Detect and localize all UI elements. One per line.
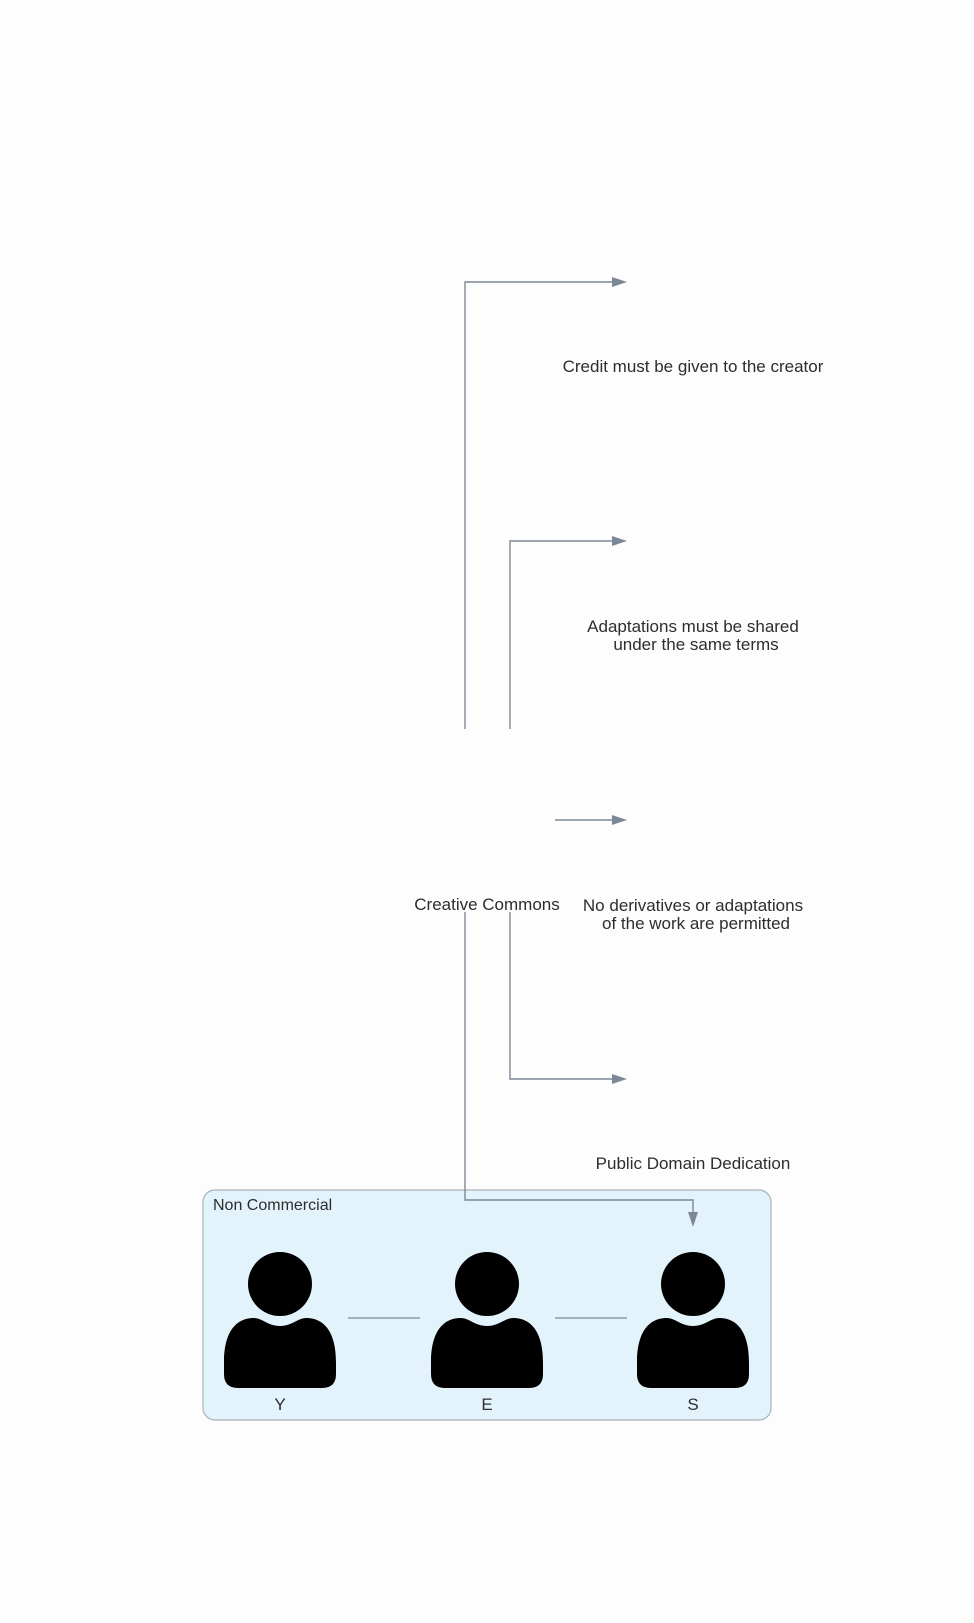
edges — [348, 277, 698, 1319]
member-y: Y — [224, 1252, 336, 1414]
cluster-label: Non Commercial — [213, 1197, 332, 1214]
member-s-label: S — [687, 1395, 698, 1414]
node-public-domain: Public Domain Dedication — [596, 1154, 791, 1173]
node-attribution: Credit must be given to the creator — [563, 357, 824, 376]
member-y-label: Y — [274, 1395, 285, 1414]
node-no-derivatives-line1: No derivatives or adaptations — [583, 896, 803, 915]
node-share-alike: Adaptations must be shared under the sam… — [587, 617, 799, 654]
edge-root-to-s — [464, 912, 694, 1214]
member-s: S — [637, 1252, 749, 1414]
arrowhead-zero — [612, 1074, 627, 1084]
arrowhead-sa — [612, 536, 627, 546]
edge-root-to-sa — [509, 540, 615, 729]
arrowhead-nd — [612, 815, 627, 825]
arrowhead-by — [612, 277, 627, 287]
node-no-derivatives-line2: of the work are permitted — [602, 914, 790, 933]
member-e: E — [431, 1252, 543, 1414]
arrowhead-s — [688, 1212, 698, 1227]
member-e-label: E — [481, 1395, 492, 1414]
edge-root-to-by — [464, 281, 615, 729]
node-creative-commons: Creative Commons — [414, 895, 560, 914]
node-no-derivatives: No derivatives or adaptations of the wor… — [583, 896, 803, 933]
node-share-alike-line2: under the same terms — [613, 635, 778, 654]
node-share-alike-line1: Adaptations must be shared — [587, 617, 799, 636]
edge-root-to-zero — [509, 912, 615, 1080]
